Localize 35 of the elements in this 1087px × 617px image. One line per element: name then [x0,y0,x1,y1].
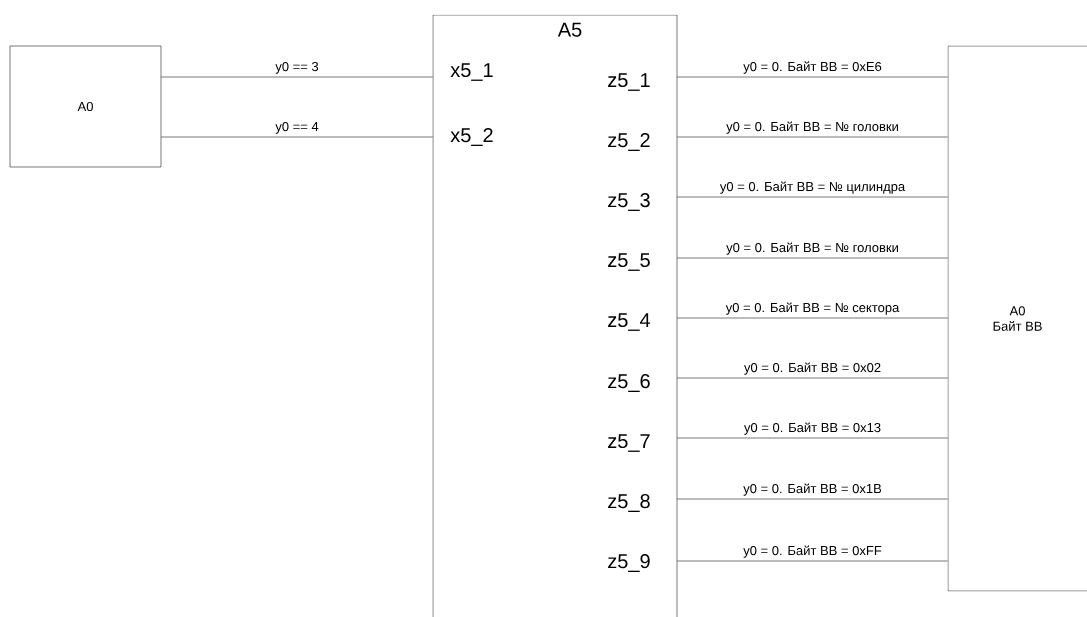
connector-line [677,560,948,562]
connector-line [677,136,948,138]
connector-line [677,257,948,259]
port-label: z5_8 [608,494,650,512]
connector-line [677,196,948,198]
connector-line [677,437,948,439]
edge-label: y0 = 0. Байт ВВ = № цилиндра [719,181,906,194]
connector-line [677,317,948,319]
port-label: z5_9 [608,554,650,572]
edge-label: y0 = 0. Байт ВВ = 0x1B [743,483,882,496]
port-label: z5_3 [608,193,650,211]
block-box: A0 Байт ВВ [947,45,1087,592]
edge-label: y0 = 0. Байт ВВ = 0xE6 [743,61,882,74]
edge-label: y0 == 4 [275,121,319,134]
edge-label: y0 = 0. Байт ВВ = 0xFF [743,545,882,558]
port-label: z5_2 [608,133,650,151]
connector-line [677,498,948,500]
block-box: A0 [9,45,162,168]
edge-label: y0 == 3 [275,61,319,74]
port-label: z5_5 [608,253,650,271]
edge-label: y0 = 0. Байт ВВ = 0x13 [744,422,881,435]
edge-label: y0 = 0. Байт ВВ = № сектора [725,302,900,315]
connector-line [161,76,433,78]
port-label: z5_1 [608,73,650,91]
port-label: z5_7 [608,434,650,452]
connector-line [677,377,948,379]
port-label: x5_1 [450,63,493,81]
edge-label: y0 = 0. Байт ВВ = № головки [726,121,898,134]
port-label: x5_2 [450,128,493,146]
connector-line [161,136,433,138]
port-label: z5_6 [608,374,650,392]
port-label: z5_4 [608,313,651,331]
connector-line [677,76,948,78]
edge-label: y0 = 0. Байт ВВ = 0x02 [744,362,881,375]
edge-label: y0 = 0. Байт ВВ = № головки [726,242,898,255]
